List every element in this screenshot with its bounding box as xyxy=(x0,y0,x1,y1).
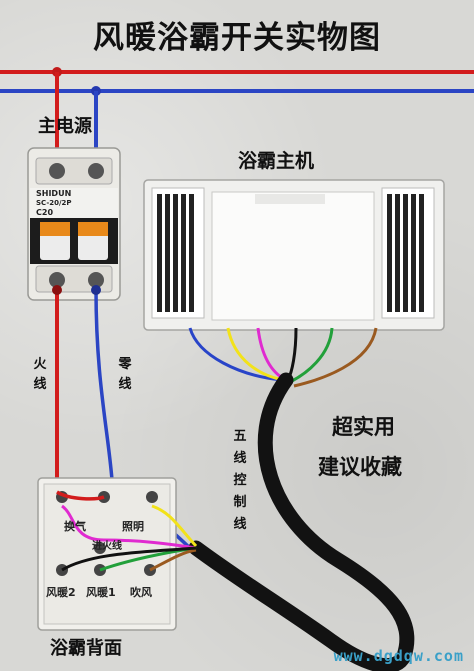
breaker-brand: SHIDUN xyxy=(36,189,72,198)
switch-live-in-label: 进火线 xyxy=(92,541,122,552)
panel-black-wire xyxy=(61,546,197,572)
heater-back-label: 浴霸背面 xyxy=(50,638,122,659)
breaker-model: SC-20/2P xyxy=(36,199,72,207)
breaker-rating: C20 xyxy=(36,208,54,217)
wire-green xyxy=(289,327,334,384)
switch-exchange-label: 换气 xyxy=(64,520,86,533)
circuit-breaker xyxy=(27,147,121,301)
switch-lighting-label: 照明 xyxy=(122,520,144,533)
zero-line-label: 零线 xyxy=(118,357,132,392)
five-wire-label: 五线控制线 xyxy=(233,429,247,532)
fire-line-label: 火线 xyxy=(33,357,47,392)
watermark: www.dgdqw.com xyxy=(333,647,464,665)
promo-line-1: 超实用 xyxy=(332,415,395,439)
heater-host-label: 浴霸主机 xyxy=(238,150,315,172)
panel-magenta-wire xyxy=(61,504,197,550)
heater-host xyxy=(143,179,445,331)
promo-line-2: 建议收藏 xyxy=(318,455,402,479)
wire-brown xyxy=(293,327,378,388)
panel-yellow-wire xyxy=(151,504,198,548)
panel-brown-wire xyxy=(149,548,197,572)
switch-warm1-label: 风暖1 xyxy=(86,586,116,599)
main-power-label: 主电源 xyxy=(38,116,92,137)
five-wire-cable xyxy=(188,372,415,671)
wire-black xyxy=(286,327,298,381)
panel-live-wire xyxy=(56,490,105,501)
page-title: 风暖浴霸开关实物图 xyxy=(93,20,381,56)
live-out-dot xyxy=(52,285,62,295)
wire-blue xyxy=(188,327,283,382)
wire-yellow xyxy=(226,327,285,382)
neutral-out-dot xyxy=(91,285,101,295)
switch-warm2-label: 风暖2 xyxy=(46,586,76,599)
switch-panel xyxy=(37,477,198,631)
switch-blow-label: 吹风 xyxy=(130,586,152,599)
